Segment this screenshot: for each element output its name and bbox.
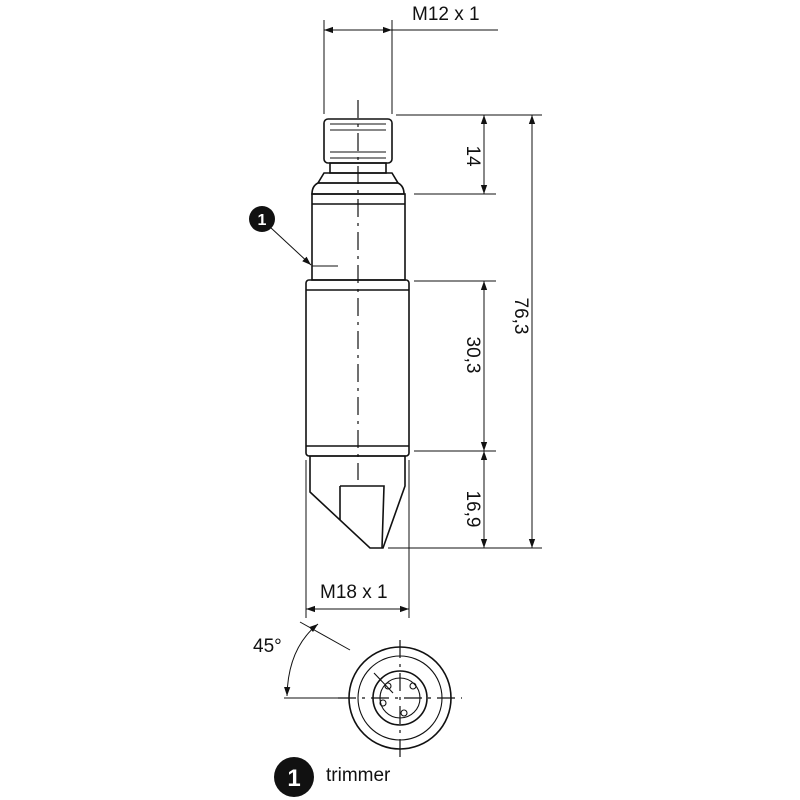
callout-badge: [249, 206, 275, 232]
dim-m12-label: M12 x 1: [412, 4, 480, 25]
dim-30-3-label: 30,3: [462, 337, 483, 374]
connector-face-view: 45°: [253, 621, 462, 758]
pin: [400, 709, 408, 717]
sensor-tip: [309, 455, 406, 549]
dimension-lines: M12 x 1 14 30,3 16,9 76,3 M18 x 1: [305, 4, 542, 618]
pin: [384, 682, 392, 690]
legend-badge: [274, 757, 314, 797]
sensor-side-view: [305, 100, 410, 549]
legend-label: trimmer: [326, 765, 391, 786]
tip-slot: [340, 485, 385, 549]
dim-14-label: 14: [462, 145, 483, 167]
callout-leader: [269, 226, 312, 266]
pin: [379, 699, 387, 707]
dim-76-3-label: 76,3: [510, 298, 531, 335]
trimmer-callout: 1: [249, 206, 312, 266]
legend-number: 1: [287, 765, 300, 792]
angle-arc: [284, 623, 319, 697]
dim-m18-label: M18 x 1: [320, 582, 388, 603]
dim-16-9-label: 16,9: [462, 491, 483, 528]
callout-number: 1: [258, 212, 267, 229]
angle-label: 45°: [253, 636, 282, 657]
angle-ray: [299, 621, 351, 651]
pin: [409, 682, 417, 690]
coding-key: [373, 672, 394, 694]
legend: 1 trimmer: [274, 757, 391, 797]
